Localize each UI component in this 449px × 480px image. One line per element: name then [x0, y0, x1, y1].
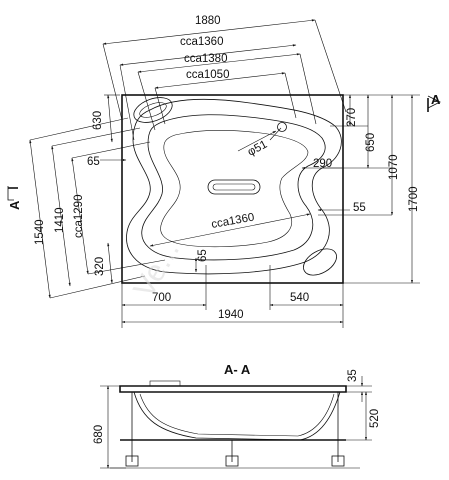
dim-35: 35 [347, 369, 359, 382]
interior-dimensions [149, 130, 350, 273]
dim-630: 630 [92, 111, 104, 130]
right-dimensions [318, 94, 420, 284]
plan-view [121, 94, 344, 284]
section-letter-right: A [431, 92, 441, 107]
dim-cca1050: cca1050 [186, 69, 229, 81]
dim-650: 650 [365, 133, 377, 152]
drain-icon [277, 122, 287, 132]
bottom-dimensions [121, 265, 344, 328]
dim-540: 540 [290, 292, 309, 304]
section-letter-left: A [7, 200, 22, 210]
section-dimensions [100, 376, 372, 469]
dim-65-center: 65 [197, 249, 209, 262]
dim-700: 700 [152, 292, 171, 304]
top-dimensions [102, 19, 347, 141]
headrest-bottom-right [303, 248, 337, 276]
section-marker-right [427, 95, 441, 112]
dim-1880: 1880 [195, 15, 221, 27]
section-view [110, 380, 360, 469]
left-dimensions [29, 94, 166, 299]
dim-1700: 1700 [408, 186, 420, 212]
headrest-top-left [133, 97, 173, 123]
dim-55: 55 [353, 202, 366, 214]
dim-cca1360-bottom: cca1360 [210, 212, 255, 231]
dim-680: 680 [93, 425, 105, 444]
watermark: Ve... [127, 235, 186, 304]
dim-1070: 1070 [388, 154, 400, 180]
section-marker-left [7, 186, 18, 201]
center-handle [207, 179, 261, 195]
dim-520: 520 [369, 409, 381, 428]
tub-outline [121, 94, 344, 284]
dim-1940: 1940 [218, 309, 244, 321]
basin-inner-contour [141, 114, 326, 261]
dim-1410: 1410 [54, 207, 66, 233]
dim-cca1290: cca1290 [73, 195, 85, 238]
headrest-top-left-inner [139, 102, 167, 118]
section-title: A- A [224, 362, 251, 377]
dim-270: 270 [346, 108, 358, 127]
dim-cca1360-top: cca1360 [180, 36, 223, 48]
dim-cca1380: cca1380 [184, 53, 227, 65]
center-handle-inner [212, 183, 256, 191]
dim-290: 290 [313, 158, 332, 170]
dim-1540: 1540 [34, 219, 46, 245]
dim-320: 320 [94, 257, 106, 276]
dim-phi51: φ51 [246, 139, 270, 159]
dim-65-left: 65 [87, 156, 100, 168]
